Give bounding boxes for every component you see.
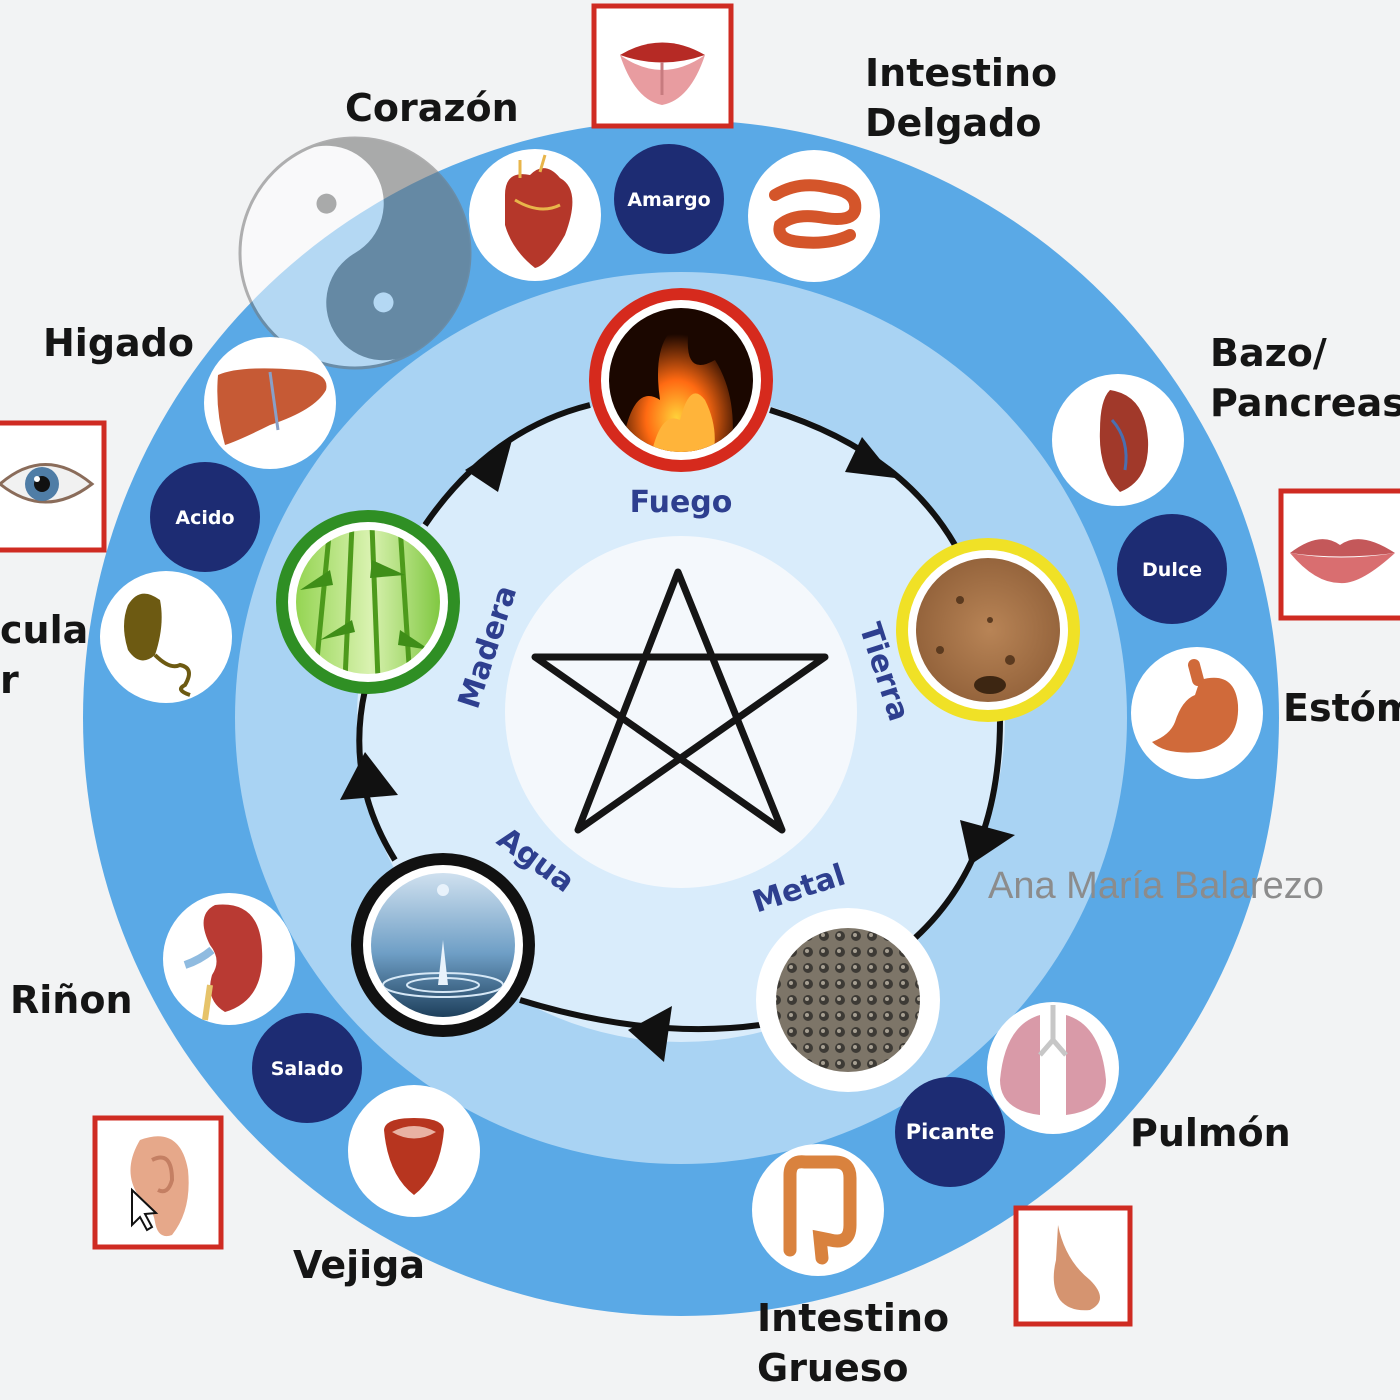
spleen-icon bbox=[1052, 374, 1184, 506]
label-intestino-delgado: Intestino Delgado bbox=[865, 51, 1058, 145]
label-bazo-pancreas: Bazo/ Pancreas bbox=[1210, 331, 1400, 425]
taste-badge-picante: Picante bbox=[895, 1077, 1005, 1187]
element-madera bbox=[276, 510, 460, 694]
arrow-water-wood bbox=[340, 752, 398, 800]
svg-text:Dulce: Dulce bbox=[1142, 559, 1202, 581]
tongue-icon bbox=[591, 3, 734, 129]
arrow-metal-water bbox=[628, 1006, 672, 1062]
watermark: Ana María Balarezo bbox=[988, 865, 1324, 907]
label-corazon: Corazón bbox=[345, 86, 519, 130]
label-vejiga: Vejiga bbox=[293, 1243, 425, 1287]
yin-yang-icon bbox=[238, 136, 472, 370]
stomach-icon bbox=[1131, 647, 1263, 779]
taste-badge-dulce: Dulce bbox=[1117, 514, 1227, 624]
label-estomago: Estóm bbox=[1283, 686, 1400, 730]
lung-icon bbox=[987, 1002, 1119, 1134]
gallbladder-icon bbox=[100, 571, 232, 703]
svg-text:Picante: Picante bbox=[906, 1120, 994, 1144]
element-metal bbox=[756, 908, 940, 1092]
arrow-wood-fire bbox=[465, 440, 512, 492]
element-fuego bbox=[589, 288, 773, 472]
element-tierra bbox=[896, 538, 1080, 722]
element-label-fuego: Fuego bbox=[630, 485, 733, 520]
ear-icon bbox=[92, 1115, 224, 1250]
eye-icon bbox=[0, 420, 107, 553]
pentagram-icon bbox=[531, 568, 829, 834]
heart-icon bbox=[469, 149, 601, 281]
arrow-fire-earth bbox=[845, 437, 895, 478]
lips-icon bbox=[1278, 488, 1400, 621]
taste-badge-salado: Salado bbox=[252, 1013, 362, 1123]
svg-text:Acido: Acido bbox=[175, 507, 234, 529]
label-pulmon: Pulmón bbox=[1130, 1111, 1291, 1155]
label-intestino-grueso: Intestino Grueso bbox=[757, 1296, 950, 1390]
large-intestine-icon bbox=[752, 1144, 884, 1276]
cycle-arc-wood-fire bbox=[422, 402, 591, 527]
element-agua bbox=[351, 853, 535, 1037]
nose-icon bbox=[1013, 1205, 1133, 1327]
arrow-earth-metal bbox=[960, 820, 1015, 865]
liver-icon bbox=[204, 337, 336, 469]
label-higado: Higado bbox=[43, 321, 194, 365]
cycle-arrows bbox=[340, 437, 1015, 1062]
taste-badge-acido: Acido bbox=[150, 462, 260, 572]
svg-text:Amargo: Amargo bbox=[627, 189, 710, 211]
label-vesicula: cula r bbox=[0, 608, 89, 702]
kidney-icon bbox=[163, 893, 295, 1025]
label-rinon: Riñon bbox=[10, 978, 133, 1022]
taste-badge-amargo: Amargo bbox=[614, 144, 724, 254]
bladder-icon bbox=[348, 1085, 480, 1217]
small-intestine-icon bbox=[748, 150, 880, 282]
svg-text:Salado: Salado bbox=[271, 1058, 344, 1080]
